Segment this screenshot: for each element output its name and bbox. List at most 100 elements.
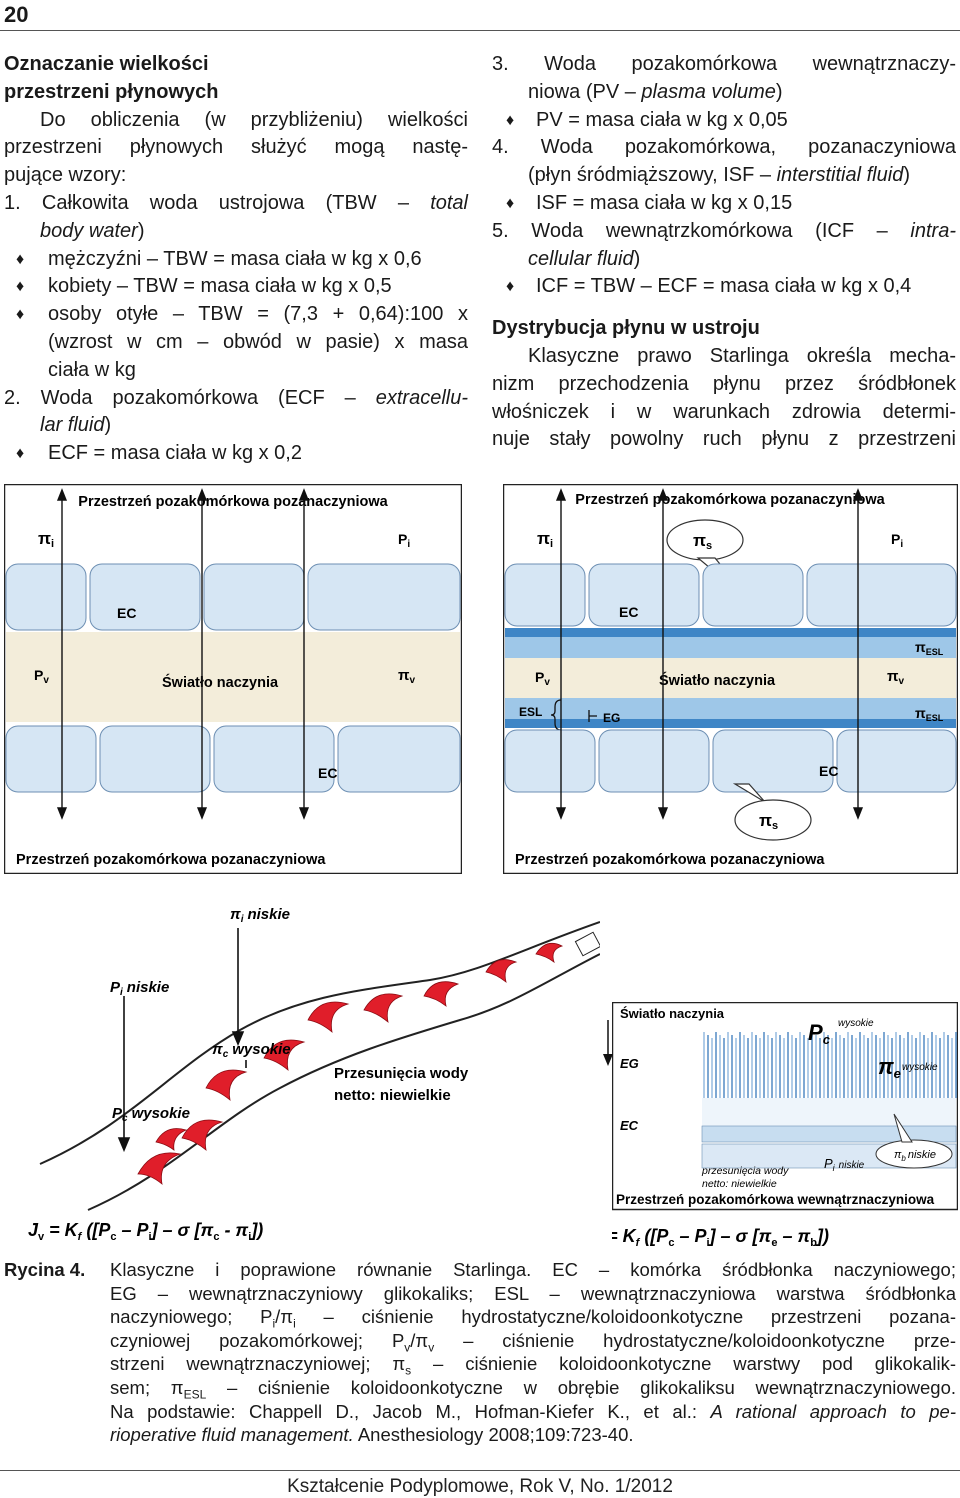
footer-rule — [0, 1470, 960, 1471]
pi-i-label: πi — [38, 529, 54, 550]
pressure-arrows — [117, 928, 247, 1153]
list-item-text: 1. Całkowita woda ustrojowa (TBW – total — [4, 191, 468, 214]
pi-s-label-bottom: πs — [759, 811, 778, 832]
lumen-label: Światło naczynia — [620, 1006, 725, 1021]
vessel-lumen — [6, 632, 460, 722]
list-item: 3. Woda pozakomórkowa wewnątrznaczy- — [492, 53, 956, 75]
figure-panel-classic: Przestrzeń pozakomórkowa pozanaczyniowa … — [4, 484, 462, 874]
caption-line: Klasyczne i poprawione równanie Starling… — [110, 1259, 956, 1280]
starling-equation-revised: Jv = Kf ([Pc – Pi] – σ [πe – πb]) — [612, 1226, 829, 1249]
caption-line: naczyniowego; Pi/πi – ciśnienie hydrosta… — [110, 1306, 956, 1331]
net-shift-label: Przesunięcia wody — [334, 1065, 469, 1082]
callout-pointer — [732, 783, 766, 803]
net-shift-label: netto: niewielkie — [334, 1087, 451, 1104]
net-shift-label: netto: niewielkie — [702, 1178, 777, 1190]
pi-b-callout — [875, 1139, 953, 1169]
endothelial-cells-bottom — [5, 725, 461, 793]
figure-glycocalyx-detail: Światło naczynia Pc wysokie EG πe wysoki… — [612, 1002, 958, 1249]
paragraph-line: pujące wzory: — [4, 164, 127, 187]
glycocalyx-brush — [703, 1032, 957, 1098]
interstitial-label-top: Przestrzeń pozakomórkowa pozanaczyniowa — [575, 492, 885, 508]
ec-label-top: EC — [619, 604, 638, 620]
page-number: 20 — [4, 2, 29, 27]
section-heading-line: przestrzeni płynowych — [4, 80, 219, 103]
bullet-continuation: (wzrost w cm – obwód w pasie) x masa — [48, 330, 468, 353]
lumen-label: Światło naczynia — [659, 671, 776, 689]
red-blood-cells — [137, 942, 564, 1186]
endothelial-cell-row — [701, 1125, 957, 1143]
pi-v-label: πv — [887, 668, 904, 687]
ec-label-bottom: EC — [819, 763, 838, 779]
interstitial-label-bottom: Przestrzeń pozakomórkowa pozanaczyniowa — [16, 852, 326, 868]
ec-label: EC — [620, 1118, 639, 1133]
bullet-item: ISF = masa ciała w kg x 0,15 — [492, 190, 956, 218]
endothelial-cells-top — [504, 563, 957, 627]
capillary-wall-bottom — [87, 953, 600, 1211]
paragraph-line: Do obliczenia (w przybliżeniu) wielkości — [40, 108, 468, 131]
bullet-item: mężczyźni – TBW = masa ciała w kg x 0,6 — [4, 246, 468, 274]
pi-e-label: πe — [878, 1054, 901, 1081]
pi-s-label: πs — [693, 531, 712, 552]
bullet-item: kobiety – TBW = masa ciała w kg x 0,5 — [4, 273, 468, 301]
figure-panel-revised: Przestrzeń pozakomórkowa pozanaczyniowa … — [503, 484, 958, 874]
bullet-item: ECF = masa ciała w kg x 0,2 — [4, 440, 468, 468]
ec-label-bottom: EC — [318, 765, 337, 781]
header-rule — [0, 30, 960, 31]
caption-label: Rycina 4. — [4, 1259, 86, 1280]
callout-pointer — [893, 1113, 913, 1143]
pi-v-label: πv — [398, 667, 415, 686]
bullet-item: osoby otyłe – TBW = (7,3 + 0,64):100 x — [4, 301, 468, 329]
bullet-item: PV = masa ciała w kg x 0,05 — [492, 107, 956, 135]
paragraph-line: nuje stały powolny ruch płynu z przestrz… — [492, 428, 956, 451]
list-item: body water) — [40, 219, 145, 242]
p-c-high-word: wysokie — [838, 1018, 874, 1029]
bullet-item: ICF = TBW – ECF = masa ciała w kg x 0,4 — [492, 273, 956, 301]
glycocalyx-eg-top — [505, 628, 956, 637]
figure-caption: Rycina 4. Klasyczne i poprawione równani… — [4, 1258, 956, 1447]
list-item: (płyn śródmiąższowy, ISF – interstitial … — [528, 164, 910, 187]
list-item: 5. Woda wewnątrzkomórkowa (ICF – intra- — [492, 219, 956, 242]
list-item: lar fluid) — [40, 414, 112, 437]
list-item: niowa (PV – plasma volume) — [528, 80, 783, 103]
right-column: 3. Woda pozakomórkowa wewnątrznaczy- nio… — [492, 51, 956, 454]
caption-line: czyniowej pozakomórkowej; Pv/πv – ciśnie… — [110, 1329, 956, 1355]
endothelial-cells-bottom — [504, 729, 957, 793]
bullet-continuation: ciała w kg — [48, 358, 136, 381]
interstitial-label-top: Przestrzeń pozakomórkowa pozanaczyniowa — [78, 494, 388, 510]
paragraph-line: włośniczek i w warunkach zdrowia determi… — [492, 400, 956, 423]
glycocalyx-eg-bottom — [505, 719, 956, 728]
list-item: cellular fluid) — [528, 247, 641, 270]
paragraph-line: przestrzeni płynowych służyć mogą nastę- — [4, 136, 468, 159]
eg-label: EG — [603, 711, 620, 725]
caption-line: rioperative fluid management. Anesthesio… — [110, 1424, 634, 1446]
list-item: 4. Woda pozakomórkowa, pozanaczyniowa — [492, 136, 956, 159]
esl-bracket — [550, 699, 562, 731]
intravascular-label: Przestrzeń pozakomórkowa wewnątrznaczyni… — [616, 1192, 935, 1207]
pi-e-high-word: wysokie — [902, 1062, 938, 1073]
caption-line: EG – wewnątrznaczyniowy glikokaliks; ESL… — [110, 1282, 956, 1304]
glycocalyx-gap — [702, 1098, 956, 1126]
eg-label: EG — [620, 1056, 639, 1071]
vessel-lumen — [505, 658, 956, 698]
caption-line: strzeni wewnątrznaczyniowej; πs – ciśnie… — [110, 1353, 956, 1379]
list-item: 1. Całkowita woda ustrojowa (TBW – total — [4, 190, 468, 218]
left-column: Oznaczanie wielkości przestrzeni płynowy… — [4, 51, 468, 468]
caption-line: sem; πESL – ciśnienie koloidoonkotyczne … — [110, 1376, 956, 1402]
p-c-label: Pc — [808, 1020, 831, 1047]
section-heading-line: Oznaczanie wielkości — [4, 53, 209, 75]
pi-i-label: πi — [537, 529, 553, 550]
p-v-label: Pv — [535, 669, 550, 688]
paragraph-line: Klasyczne prawo Starlinga określa mecha- — [528, 344, 956, 367]
esl-label: ESL — [519, 705, 542, 719]
flux-arrows — [56, 488, 310, 820]
pi-esl-label-bottom: πESL — [915, 705, 944, 723]
caption-line: Na podstawie: Chappell D., Jacob M., Hof… — [110, 1400, 956, 1422]
endothelial-cells-top — [5, 563, 461, 631]
interstitial-label-bottom: Przestrzeń pozakomórkowa pozanaczyniowa — [515, 852, 825, 868]
